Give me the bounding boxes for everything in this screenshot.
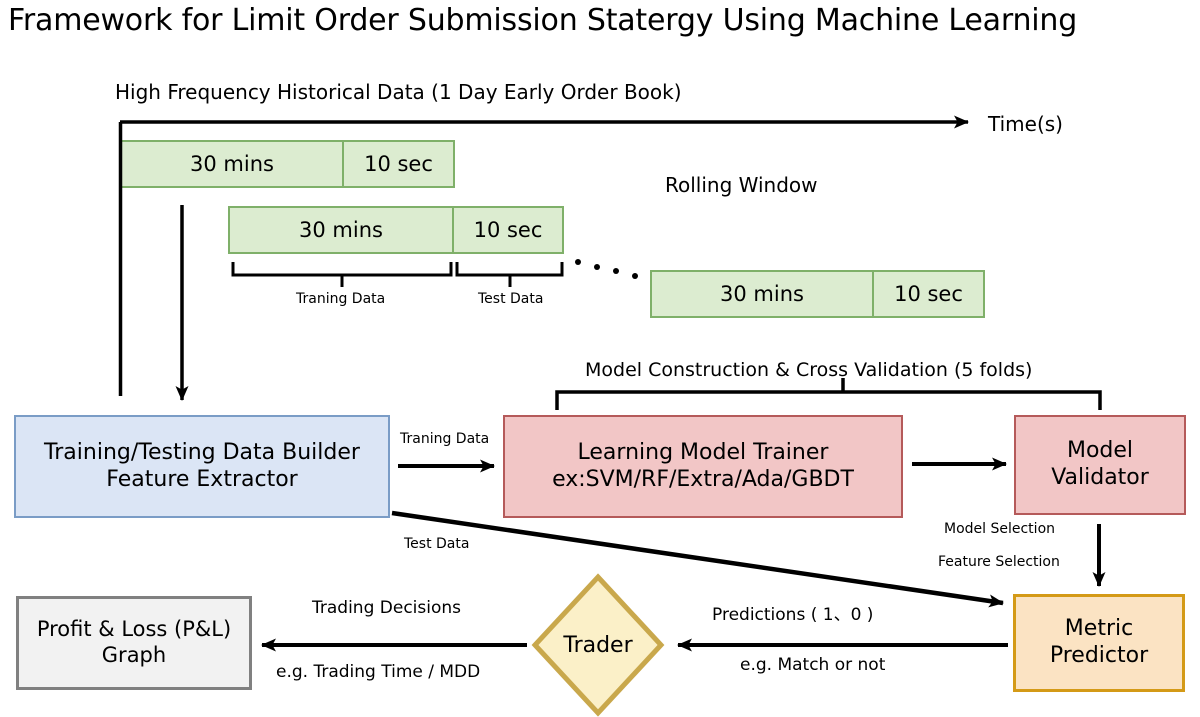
data-builder-line-1: Training/Testing Data Builder: [44, 439, 360, 465]
edge-label-model-selection: Model Selection: [944, 521, 1056, 537]
window-1-training: 30 mins: [120, 140, 344, 188]
test-data-bracket-label: Test Data: [478, 291, 544, 307]
edge-label-feature-selection: Feature Selection: [938, 554, 1060, 570]
pnl-line-1: Profit & Loss (P&L): [36, 617, 232, 642]
window-1-test: 10 sec: [342, 140, 455, 188]
window-3-training: 30 mins: [650, 270, 874, 318]
edge-label-trading-decisions-example: e.g. Trading Time / MDD: [276, 662, 481, 682]
edge-label-trading-decisions: Trading Decisions: [312, 598, 462, 618]
edge-label-training-data: Traning Data: [400, 431, 490, 447]
edge-label-test-data: Test Data: [404, 536, 470, 552]
training-data-bracket-label: Traning Data: [296, 291, 386, 307]
data-builder-line-2: Feature Extractor: [106, 466, 298, 492]
pnl-line-2: Graph: [101, 643, 167, 667]
window-3-test: 10 sec: [872, 270, 985, 318]
window-2-training: 30 mins: [228, 206, 454, 254]
builder-to-predictor-arrow: [391, 510, 1004, 608]
data-builder-box[interactable]: Training/Testing Data Builder Feature Ex…: [14, 415, 390, 518]
pnl-graph-box[interactable]: Profit & Loss (P&L) Graph: [16, 596, 252, 690]
page-title: Framework for Limit Order Submission Sta…: [8, 3, 1078, 38]
rolling-window-label: Rolling Window: [665, 173, 818, 197]
model-validator-box[interactable]: Model Validator: [1014, 415, 1186, 515]
edge-label-predictions-example: e.g. Match or not: [740, 655, 886, 675]
metric-predictor-line-1: Metric: [1064, 616, 1134, 642]
metric-predictor-line-2: Predictor: [1049, 643, 1149, 668]
trader-node[interactable]: Trader: [531, 573, 665, 717]
model-trainer-box[interactable]: Learning Model Trainer ex:SVM/RF/Extra/A…: [503, 415, 903, 518]
data-source-label: High Frequency Historical Data (1 Day Ea…: [115, 80, 682, 104]
metric-predictor-box[interactable]: Metric Predictor: [1013, 594, 1185, 692]
model-validator-line-1: Model: [1066, 438, 1134, 464]
window-2-test: 10 sec: [452, 206, 564, 254]
cross-validation-bracket: [555, 378, 1102, 410]
time-axis-label: Time(s): [988, 112, 1063, 136]
diamond-shape: [531, 573, 665, 717]
cross-validation-label: Model Construction & Cross Validation (5…: [585, 359, 1033, 381]
model-trainer-line-1: Learning Model Trainer: [577, 439, 829, 465]
edge-label-predictions: Predictions ( 1、0 ): [712, 605, 874, 625]
test-data-bracket: [455, 262, 564, 287]
model-validator-line-2: Validator: [1051, 465, 1149, 490]
trader-label: Trader: [563, 632, 633, 658]
model-trainer-line-2: ex:SVM/RF/Extra/Ada/GBDT: [552, 466, 854, 492]
ellipsis-dots: [575, 259, 638, 279]
training-data-bracket: [231, 262, 453, 287]
